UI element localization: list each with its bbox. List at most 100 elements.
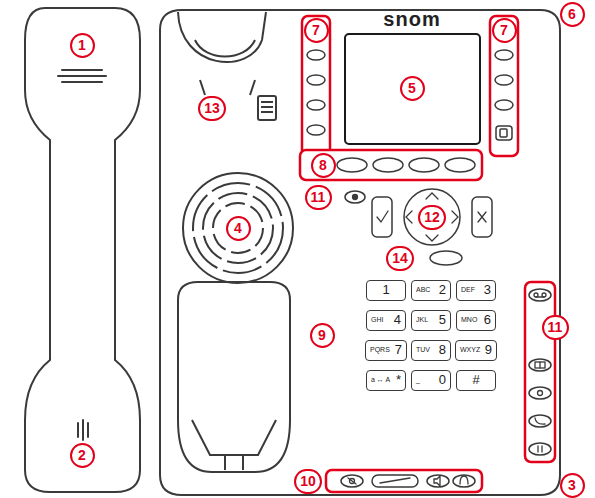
handset-cradle-part bbox=[178, 282, 290, 472]
callout-text: 10 bbox=[300, 473, 316, 489]
callout-number: 3 bbox=[560, 473, 585, 498]
button-icons-part bbox=[452, 211, 458, 223]
buttons-part bbox=[496, 126, 512, 140]
button-icons-part bbox=[537, 446, 538, 452]
button-icons-part bbox=[478, 212, 486, 222]
callout-number: 1 bbox=[70, 33, 95, 58]
keypad-key: WXYZ 9 bbox=[455, 340, 497, 361]
phone-body bbox=[160, 10, 560, 495]
buttons bbox=[307, 50, 551, 487]
key-letters: DEF bbox=[461, 286, 475, 294]
handset-cradle-part bbox=[242, 455, 244, 470]
key-letters: WXYZ bbox=[460, 346, 480, 354]
button-icons-part bbox=[350, 479, 355, 484]
function-key-panels-part bbox=[525, 282, 555, 462]
callout-text: 11 bbox=[311, 189, 326, 205]
loudspeaker-grille bbox=[183, 173, 293, 283]
callout-number: 2 bbox=[70, 443, 95, 468]
keypad-key: _0 bbox=[411, 370, 451, 391]
callout-number: 4 bbox=[226, 216, 251, 241]
callout-text: 11 bbox=[548, 319, 563, 335]
brand-logo: snom bbox=[383, 8, 440, 31]
key-digit: 4 bbox=[394, 313, 401, 327]
buttons-part bbox=[430, 251, 462, 265]
buttons-part bbox=[529, 359, 551, 371]
keypad-key: a ↔ A* bbox=[366, 370, 406, 391]
buttons-part bbox=[495, 75, 513, 85]
buttons-part bbox=[307, 125, 325, 135]
key-letters: _ bbox=[416, 376, 420, 384]
handset-cradle-part bbox=[192, 420, 276, 455]
callout-number: 7 bbox=[304, 18, 329, 43]
handset-cradle bbox=[178, 12, 290, 472]
key-digit: 9 bbox=[485, 343, 492, 357]
callout-text: 13 bbox=[204, 100, 220, 116]
buttons-part bbox=[529, 443, 551, 455]
button-icons-part bbox=[434, 476, 440, 486]
loudspeaker-grille-part bbox=[183, 173, 293, 283]
callout-text: 6 bbox=[568, 6, 576, 22]
key-digit: 0 bbox=[439, 373, 446, 387]
button-icons-part bbox=[478, 212, 486, 222]
keypad-key: TUV8 bbox=[411, 340, 451, 361]
callout-number: 6 bbox=[560, 2, 585, 27]
key-digit: 7 bbox=[395, 343, 402, 357]
keypad-key: ABC2 bbox=[411, 280, 451, 301]
handset-cradle-part bbox=[224, 455, 226, 470]
button-icons-part bbox=[380, 478, 410, 483]
handset-microphone-slots-part bbox=[77, 423, 79, 437]
handset bbox=[25, 8, 140, 492]
buttons-part bbox=[409, 158, 439, 172]
callout-text: 5 bbox=[408, 80, 416, 96]
buttons-part bbox=[495, 100, 513, 110]
callout-number: 7 bbox=[492, 18, 517, 43]
key-letters: PQRS bbox=[370, 346, 390, 354]
buttons-part bbox=[373, 158, 403, 172]
buttons-part bbox=[529, 415, 551, 427]
function-key-panels-part bbox=[300, 150, 482, 180]
button-icons-part bbox=[426, 235, 438, 241]
handset-cradle-part bbox=[258, 96, 276, 120]
handset-speaker-slots-part bbox=[62, 81, 102, 83]
callout-number: 14 bbox=[386, 246, 414, 271]
handset-microphone-slots-part bbox=[82, 420, 84, 440]
display-screen-part bbox=[345, 34, 480, 144]
buttons-part bbox=[529, 289, 551, 301]
keypad-key: GHI 4 bbox=[366, 310, 406, 331]
button-icons-part bbox=[406, 211, 412, 223]
callout-text: 1 bbox=[78, 37, 86, 53]
loudspeaker-grille-part bbox=[213, 203, 263, 253]
buttons-part bbox=[495, 50, 513, 60]
buttons-part bbox=[307, 75, 325, 85]
key-digit: 1 bbox=[382, 283, 389, 297]
callout-number: 13 bbox=[198, 96, 226, 121]
callout-text: 4 bbox=[234, 220, 242, 236]
key-letters: a ↔ A bbox=[371, 376, 390, 384]
button-icons-part bbox=[536, 296, 544, 297]
key-letters: TUV bbox=[416, 346, 430, 354]
button-icons-part bbox=[377, 211, 388, 222]
keypad-key: DEF3 bbox=[456, 280, 496, 301]
callout-text: 9 bbox=[318, 327, 326, 343]
function-key-panels-part bbox=[490, 16, 518, 156]
buttons-part bbox=[404, 189, 460, 245]
key-digit: # bbox=[472, 373, 479, 387]
callout-number: 5 bbox=[400, 76, 425, 101]
button-icons-part bbox=[535, 418, 545, 424]
key-digit: 5 bbox=[439, 313, 446, 327]
callout-text: 3 bbox=[568, 477, 576, 493]
handset-cradle-part bbox=[261, 106, 273, 108]
callout-number: 9 bbox=[310, 323, 335, 348]
handset-cradle-part bbox=[261, 111, 273, 113]
buttons-part bbox=[372, 197, 392, 237]
handset-speaker-slots bbox=[58, 70, 106, 82]
button-icons-part bbox=[538, 391, 543, 396]
key-letters: GHI bbox=[371, 316, 383, 324]
handset-cradle-part bbox=[178, 12, 266, 62]
callout-text: 7 bbox=[312, 22, 320, 38]
keypad-key: PQRS 7 bbox=[365, 340, 407, 361]
key-digit: 2 bbox=[439, 283, 446, 297]
key-letters: JKL bbox=[416, 316, 428, 324]
